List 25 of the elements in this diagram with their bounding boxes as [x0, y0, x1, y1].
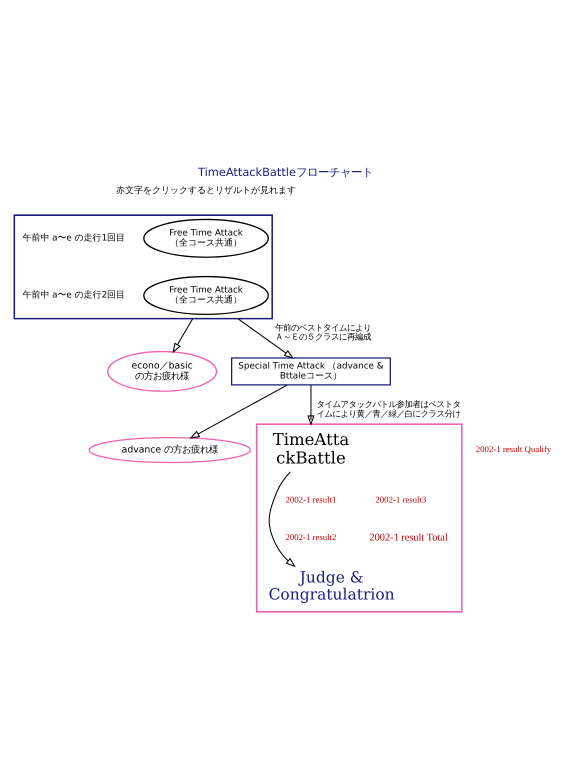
node-label: 午前中 a〜e の走行2回目: [22, 290, 126, 300]
node-ellipse: advance の方お疲れ様: [88, 436, 252, 463]
arrow: [307, 384, 315, 426]
label: 2002-1 result Total: [369, 532, 448, 543]
label: 2002-1 result1: [286, 494, 336, 504]
label: 2002-1 result Qualify: [476, 444, 552, 454]
label: 2002-1 result2: [286, 532, 336, 542]
node-text: TimeAttackBattle: [272, 430, 350, 467]
node-ellipse: Free Time Attack （全コース共通）: [143, 218, 269, 258]
arrow: [237, 318, 294, 358]
label: 2002-1 result3: [375, 494, 426, 504]
node-text: Judge & Congratulatrion: [268, 568, 395, 603]
edge-label: タイムアタックバトル参加者はベストタイムにより黄／青／緑／白にクラス分け: [316, 398, 460, 418]
arrow: [268, 471, 296, 567]
node-box: Special Time Attack （advance & Bttaleコース）: [230, 356, 391, 385]
node-ellipse: Free Time Attack （全コース共通）: [143, 275, 269, 314]
arrow: [172, 318, 194, 353]
node-ellipse: econo／basic の方お疲れ様: [107, 350, 218, 392]
node-label: 午前中 a〜e の走行1回目: [22, 232, 126, 243]
cluster: [256, 422, 463, 612]
edge-label: 午前のベストタイムによりＡ～Ｅの５クラスに再編成: [274, 322, 371, 342]
cluster: [14, 214, 273, 319]
diagram-title: TimeAttackBattleフローチャート: [198, 164, 373, 179]
arrow: [189, 384, 288, 438]
label: 赤文字をクリックするとリザルトが見れます: [116, 186, 296, 196]
